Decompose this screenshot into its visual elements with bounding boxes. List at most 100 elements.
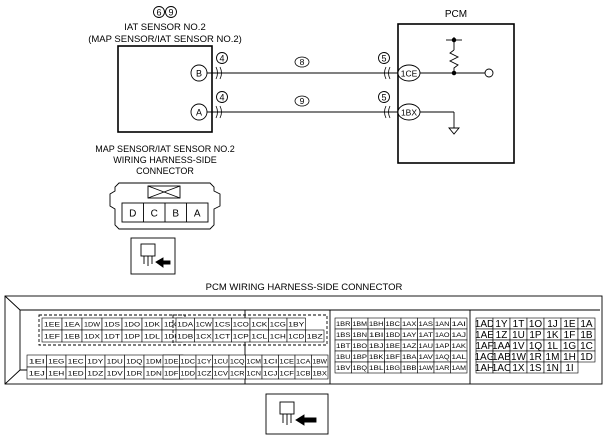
wire-number-9: 9 <box>294 95 310 107</box>
sensor-pin-b: B <box>190 64 208 82</box>
pin-label: 1AD <box>475 319 494 330</box>
pin-label: 1P <box>529 330 542 341</box>
pin-label: 1BV <box>336 365 351 372</box>
svg-text:6: 6 <box>156 8 161 18</box>
pin-label: 1DX <box>84 333 101 340</box>
circled-ref-9: 9 <box>165 6 177 18</box>
pin-label: 1DW <box>84 321 101 328</box>
pin-label: 1DH <box>164 333 180 340</box>
pin-label: 1AT <box>419 332 434 339</box>
pin-label: 1S <box>529 363 542 374</box>
pin-label: 1EJ <box>29 370 45 377</box>
pin-label: 1CA <box>296 358 311 365</box>
connector-mark-pcm-upper <box>384 66 391 80</box>
pin-label: 1AY <box>402 332 417 339</box>
pin-label: 1CH <box>270 333 286 340</box>
pin-label: 1EG <box>48 358 64 365</box>
pin-label: 1AF <box>475 341 493 352</box>
svg-text:B: B <box>196 69 202 79</box>
pin-label: 1AL <box>452 354 467 361</box>
pin-label: 1BK <box>369 354 384 361</box>
pin-label: 1DR <box>126 370 142 377</box>
pin-label: 1CN <box>247 370 262 377</box>
pin-label: 1AA <box>492 341 511 352</box>
pin-label: 1BP <box>353 354 368 361</box>
wire-circle-5-upper: 5 <box>378 52 390 64</box>
pin-label: 1AO <box>435 332 450 339</box>
pin-label: 1DB <box>177 333 193 340</box>
svg-text:4: 4 <box>219 93 224 103</box>
sensor-connector-pin-d: D <box>129 209 136 220</box>
pin-label: 1CO <box>233 321 249 328</box>
pin-label: 1G <box>563 341 577 352</box>
pin-label: 1BN <box>353 332 368 339</box>
wire-number-8: 8 <box>294 56 310 68</box>
pin-label: 1BR <box>336 321 351 328</box>
pin-label: 1AV <box>419 354 434 361</box>
pin-label: 1BH <box>369 321 384 328</box>
pin-label: 1BI <box>369 332 384 339</box>
pin-label: 1K <box>546 330 559 341</box>
pin-label: 1BF <box>386 354 401 361</box>
pin-label: 1DK <box>144 321 161 328</box>
svg-text:5: 5 <box>381 93 386 103</box>
pin-label: 1CK <box>251 321 268 328</box>
pin-label: 1CI <box>263 358 278 365</box>
pin-label: 1CZ <box>197 370 212 377</box>
pcm-connector-title: PCM WIRING HARNESS-SIDE CONNECTOR <box>206 282 403 293</box>
pin-label: 1BX <box>313 370 328 377</box>
pin-label: 1EE <box>44 321 61 328</box>
pin-label: 1DT <box>104 333 120 340</box>
pin-label: 1EF <box>44 333 60 340</box>
pin-label: 1BG <box>386 365 401 372</box>
pin-label: 1BM <box>353 321 368 328</box>
pin-label: 1AH <box>475 363 494 374</box>
pin-label: 1CR <box>230 370 245 377</box>
sensor-connector-title-3: CONNECTOR <box>136 166 194 176</box>
pin-label: 1AX <box>402 321 417 328</box>
pin-label: 1AB <box>492 352 511 363</box>
sensor-connector-face <box>109 182 221 230</box>
pin-label: 1X <box>512 363 525 374</box>
pin-label: 1CT <box>214 333 230 340</box>
pin-label: 1AW <box>419 365 434 372</box>
svg-text:9: 9 <box>168 8 173 18</box>
pin-label: 1BD <box>386 332 401 339</box>
pin-cell <box>577 350 596 363</box>
pin-label: 1M <box>546 352 560 363</box>
svg-text:A: A <box>196 108 202 118</box>
pin-label: 1DN <box>146 370 162 377</box>
pcm-view-direction-icon <box>265 393 329 435</box>
pin-label: 1CM <box>247 358 262 365</box>
pin-label: 1AC <box>492 363 511 374</box>
svg-text:5: 5 <box>381 54 386 64</box>
pcm-title: PCM <box>445 9 467 20</box>
pin-label: 1CG <box>270 321 286 328</box>
pin-label: 1BT <box>336 343 351 350</box>
pin-label: 1AS <box>419 321 434 328</box>
circled-ref-6: 6 <box>153 6 165 18</box>
pin-label: 1DQ <box>126 358 142 365</box>
svg-text:8: 8 <box>300 57 305 67</box>
pin-label: 1DF <box>164 370 179 377</box>
pin-label: 1EB <box>64 333 80 340</box>
connector-mark-sensor-lower <box>215 105 222 119</box>
pin-label: 1BW <box>313 358 328 365</box>
sensor-connector-title-1: MAP SENSOR/IAT SENSOR NO.2 <box>95 144 235 154</box>
pin-label: 1Q <box>529 341 543 352</box>
pin-label: 1AZ <box>402 343 417 350</box>
sensor-connector-title-2: WIRING HARNESS-SIDE <box>113 155 217 165</box>
pin-label: 1CQ <box>230 358 245 365</box>
pin-label: 1DY <box>87 358 104 365</box>
pin-label: 1AE <box>475 330 494 341</box>
pin-label: 1DA <box>177 321 194 328</box>
pin-label: 1CY <box>197 358 212 365</box>
pin-label: 1AM <box>452 365 467 372</box>
pin-label: 1BC <box>386 321 401 328</box>
pin-label: 1DE <box>164 358 179 365</box>
pin-label: 1EI <box>29 358 45 365</box>
pin-label: 1BZ <box>307 333 323 340</box>
pin-label: 1DU <box>107 358 123 365</box>
sensor-connector-pin-a: A <box>194 209 201 220</box>
pin-label: 1Y <box>495 319 508 330</box>
